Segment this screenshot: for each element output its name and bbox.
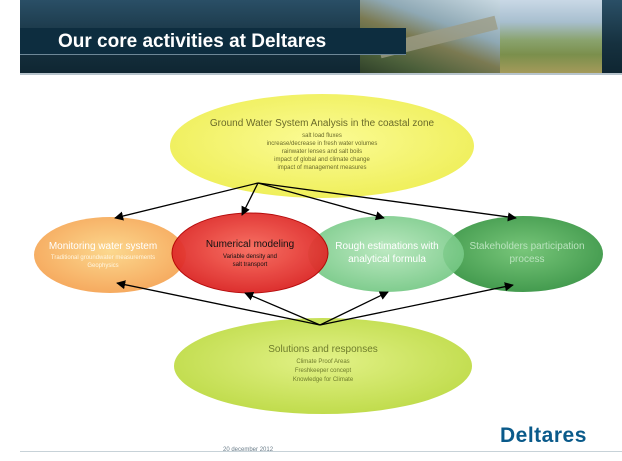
node-monitoring: Monitoring water system Traditional grou… <box>34 217 186 293</box>
top-node-item: rainwater lenses and salt boils <box>282 149 362 155</box>
node-numerical-modeling: Numerical modeling Variable density and … <box>171 212 329 294</box>
top-node-title: Ground Water System Analysis in the coas… <box>210 118 435 129</box>
node-rough-estimations: Rough estimations with analytical formul… <box>308 216 464 292</box>
bottom-node-item: Freshkeeper concept <box>295 368 352 374</box>
title-bar <box>20 28 406 55</box>
top-node-item: impact of global and climate change <box>274 157 370 163</box>
slide-title: Our core activities at Deltares <box>58 31 327 52</box>
arrow-top-to-stakeholders <box>257 182 517 222</box>
node-rough-title: Rough estimations with <box>335 241 438 252</box>
node-numerical-item: salt transport <box>233 262 268 268</box>
node-numerical-item: Variable density and <box>223 254 277 260</box>
top-node-item: increase/decrease in fresh water volumes <box>267 141 378 147</box>
node-stakeholders-item: process <box>509 254 544 265</box>
bottom-arrows <box>116 280 514 326</box>
arrow-bottom-to-stakeholders <box>319 282 514 326</box>
river-landscape-image <box>500 0 602 73</box>
node-rough-item: analytical formula <box>348 254 426 265</box>
top-node-item: impact of management measures <box>277 165 366 171</box>
bottom-node-title: Solutions and responses <box>268 344 378 355</box>
node-monitoring-item: Geophysics <box>87 263 118 269</box>
node-monitoring-title: Monitoring water system <box>49 241 157 252</box>
footer-divider <box>20 451 622 452</box>
bottom-node-item: Climate Proof Areas <box>296 359 349 365</box>
node-stakeholders-title: Stakeholders participation <box>469 241 584 252</box>
top-node-analysis: Ground Water System Analysis in the coas… <box>170 94 474 198</box>
arrow-bottom-to-monitoring <box>116 280 321 326</box>
header-divider <box>20 73 622 75</box>
arrow-top-to-monitoring <box>114 182 259 221</box>
footer-date: 20 december 2012 <box>223 447 274 453</box>
top-node-item: salt load fluxes <box>302 133 342 139</box>
bottom-node-solutions: Solutions and responses Climate Proof Ar… <box>174 318 472 414</box>
arrow-bottom-to-numerical <box>244 292 321 326</box>
arrow-top-to-rough <box>257 182 385 221</box>
node-numerical-title: Numerical modeling <box>206 239 294 250</box>
bottom-node-item: Knowledge for Climate <box>293 377 354 383</box>
top-arrows <box>114 182 517 222</box>
node-stakeholders: Stakeholders participation process <box>443 216 603 292</box>
arrow-bottom-to-rough <box>319 291 389 326</box>
node-monitoring-item: Traditional groundwater measurements <box>51 255 155 261</box>
arrow-top-to-numerical <box>241 182 259 216</box>
deltares-logo: Deltares <box>500 424 587 447</box>
